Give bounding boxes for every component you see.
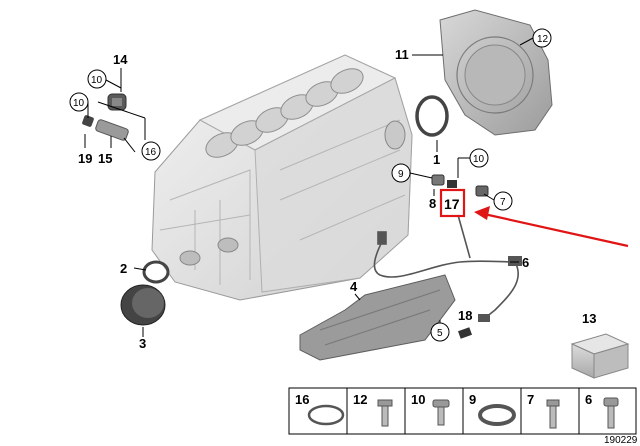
callout-6: 6: [522, 255, 529, 270]
leader-lines: [84, 37, 534, 337]
callout-11: 11: [395, 47, 409, 62]
callout-18: 18: [458, 308, 472, 323]
legend-icon-bolt-10: [432, 399, 450, 426]
callout-10-b: 10: [73, 98, 85, 109]
callout-12: 12: [537, 34, 549, 45]
legend-icon-ring-9: [478, 404, 516, 426]
callout-17: 17: [444, 196, 460, 212]
legend-label-9: 9: [469, 392, 476, 407]
legend-label-10: 10: [411, 392, 425, 407]
callout-4: 4: [350, 279, 358, 294]
callout-8: 8: [429, 196, 436, 211]
legend-icon-bolt-12: [377, 399, 393, 427]
callout-13: 13: [582, 311, 596, 326]
callout-7: 7: [500, 197, 506, 208]
callout-2: 2: [120, 261, 127, 276]
legend-icon-screw-7: [546, 399, 560, 429]
callout-labels: 11 12 1 14 10 10 16 19 15 2 3 9 10 7 8 1…: [69, 28, 596, 351]
legend-label-6: 6: [585, 392, 592, 407]
callout-3: 3: [139, 336, 146, 351]
sensor-7-part: [475, 185, 489, 197]
callout-10-a: 10: [91, 75, 103, 86]
legend-label-7: 7: [527, 392, 534, 407]
callout-16: 16: [145, 147, 157, 158]
highlight-box-17: [439, 188, 466, 218]
callout-9: 9: [398, 169, 404, 180]
heat-shield-part: [299, 274, 456, 361]
cap-3-part: [120, 284, 166, 326]
engine-block: [151, 54, 413, 301]
seal-ring-part: [415, 95, 449, 137]
sensor-8-part: [431, 174, 457, 188]
legend-label-16: 16: [295, 392, 309, 407]
legend-label-12: 12: [353, 392, 367, 407]
legend-icon-screw-6: [603, 397, 619, 429]
callout-14: 14: [113, 52, 128, 67]
callout-5: 5: [437, 328, 443, 339]
wiring-harness-part: [373, 214, 522, 322]
callout-19: 19: [78, 151, 92, 166]
callout-1: 1: [433, 152, 440, 167]
legend-icon-ring-16: [307, 404, 345, 426]
callout-15: 15: [98, 151, 112, 166]
valve-15-part: [82, 115, 129, 141]
cover-plate-part: [439, 9, 553, 136]
red-arrow: [474, 206, 629, 248]
seal-ring-2-part: [142, 260, 170, 284]
legend-strip: 16 12 10 9 7 6: [288, 387, 637, 435]
callout-10-c: 10: [473, 154, 485, 165]
connector-18-part: [457, 327, 473, 339]
sensor-14-part: [107, 93, 127, 111]
box-13-part: [570, 333, 630, 379]
catalog-number: 190229: [604, 435, 638, 446]
